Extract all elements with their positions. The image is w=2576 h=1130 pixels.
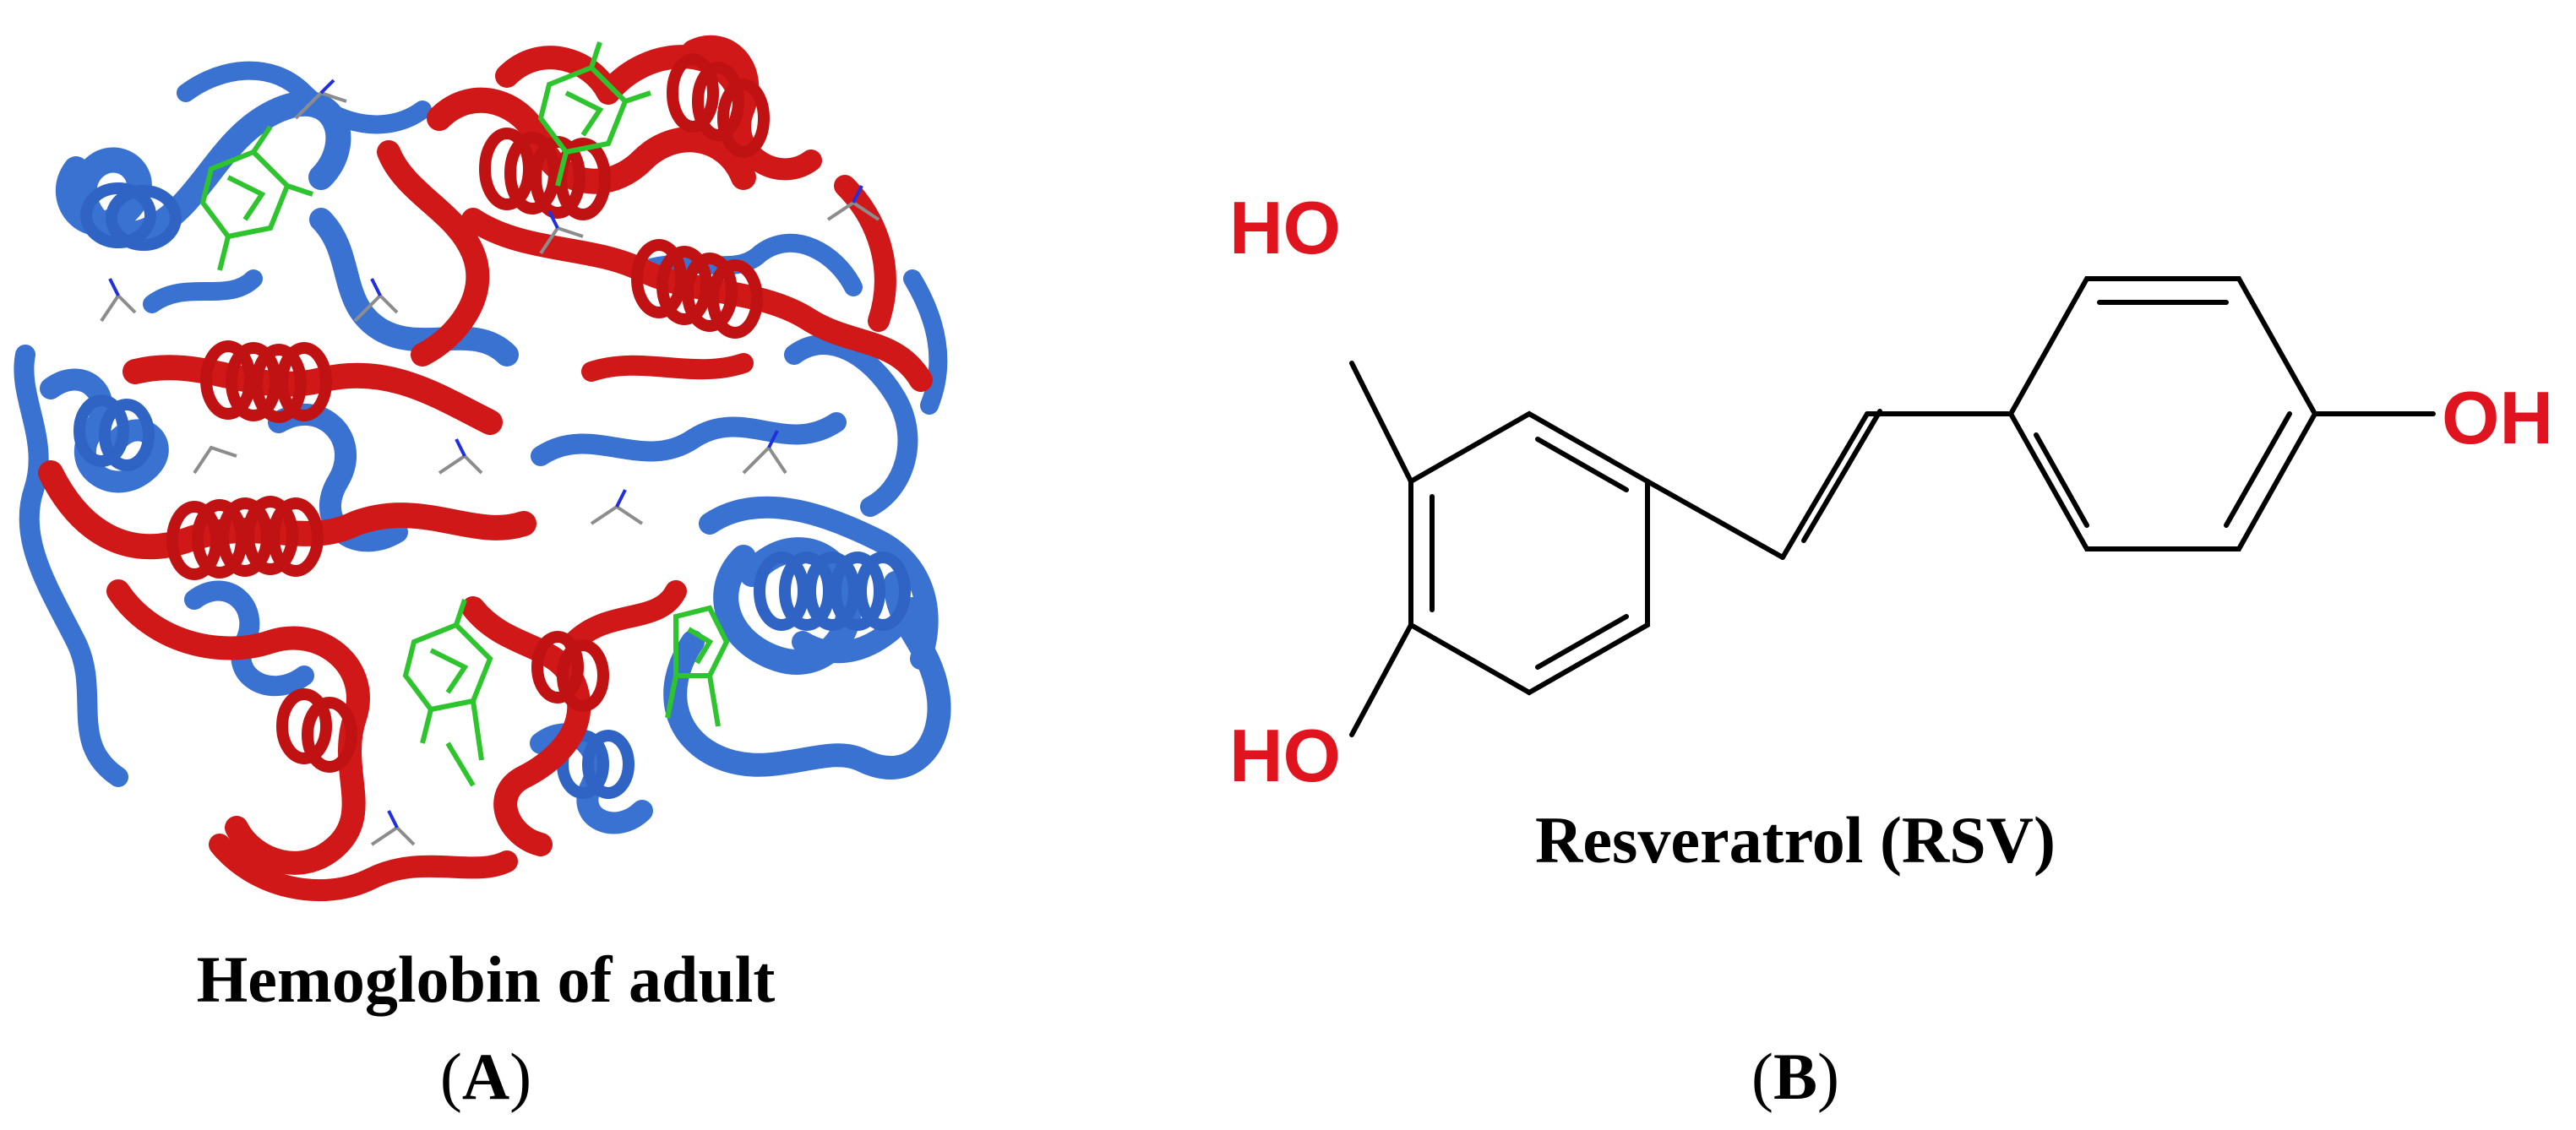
stilbene-bridge [1645,409,2013,560]
heme-groups [199,41,730,787]
resveratrol-structure [1349,276,2436,737]
panel-a-letter: A [461,1040,510,1113]
oh-right-label: OH [2442,376,2553,459]
side-chain-sticks [100,79,880,846]
phenol-ring [2007,276,2318,551]
panel-b-caption: Resveratrol (RSV) [1535,803,2056,877]
panel-a-label: (A) [439,1040,532,1113]
ho-top-label: HO [1229,186,1341,269]
beta-helix-coils [74,182,911,799]
bond-to-ho-bottom [1349,622,1413,737]
panel-a-caption: Hemoglobin of adult [196,943,776,1016]
bond-to-ho-top [1349,361,1413,484]
resorcinol-ring [1408,410,1650,696]
alpha-helix-coils [166,53,770,773]
panel-b-label: (B) [1751,1040,1839,1113]
panel-b-letter: B [1773,1040,1818,1113]
ho-bottom-label: HO [1229,714,1341,797]
hemoglobin-ribbon-model [14,35,951,902]
